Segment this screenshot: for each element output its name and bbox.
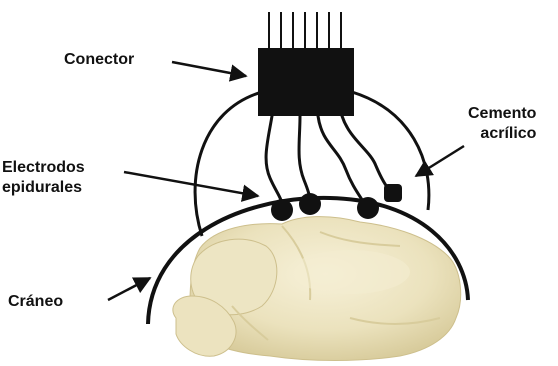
epidural-electrodes — [271, 184, 402, 221]
label-cement-line1: Cemento — [468, 105, 536, 122]
electrode-wires — [266, 116, 392, 206]
label-acrylic-cement: Cemento acrílico — [468, 104, 536, 144]
electrode-2 — [299, 193, 321, 215]
arrow-skull — [108, 278, 150, 300]
electrode-1 — [271, 199, 293, 221]
arrow-connector — [172, 62, 246, 76]
arrow-electrodes — [124, 172, 258, 196]
label-electrodes-line2: epidurales — [2, 179, 82, 196]
brain — [173, 217, 461, 361]
electrode-4 — [384, 184, 402, 202]
label-skull: Cráneo — [8, 292, 63, 312]
connector-body — [258, 48, 354, 116]
electrode-3 — [357, 197, 379, 219]
label-cement-line2: acrílico — [468, 124, 536, 144]
label-electrodes-line1: Electrodos — [2, 159, 85, 176]
connector — [258, 12, 354, 116]
label-connector: Conector — [64, 50, 134, 70]
label-epidural-electrodes: Electrodos epidurales — [2, 158, 85, 198]
